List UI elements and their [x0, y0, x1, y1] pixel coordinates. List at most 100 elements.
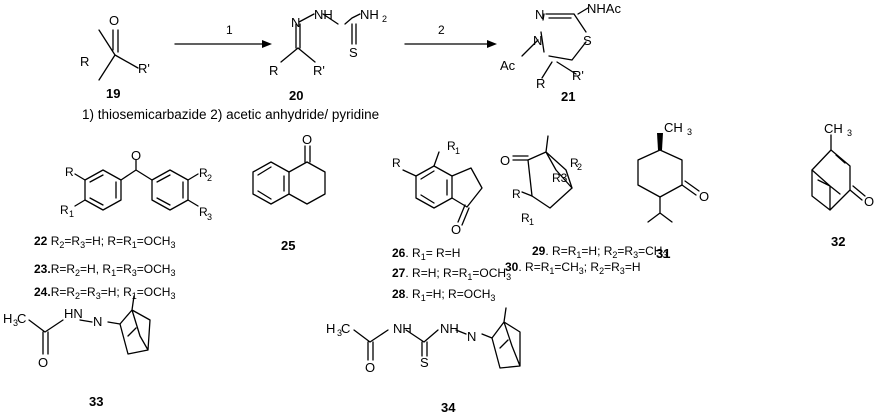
- atom-S: S: [349, 45, 358, 60]
- scheme-text: 22: [34, 234, 48, 248]
- compound-21-structure: N NHAc N S Ac R R': [500, 1, 621, 91]
- reaction-arrow-2: 2: [404, 23, 497, 48]
- atom-N: N: [535, 7, 544, 22]
- scheme-text: =H; R=R: [85, 234, 132, 248]
- compound-29-30-structure: O R3 R 2 R R 1: [500, 135, 582, 227]
- atom-R1: R: [60, 203, 69, 217]
- scheme-text: =R: [604, 260, 620, 274]
- scheme-text: 3: [96, 291, 101, 301]
- scheme-text: 1: [132, 240, 137, 250]
- legend-22: 22 R2=R3=H; R=R1=OCH3: [34, 234, 175, 250]
- atom-R3: R: [199, 205, 208, 219]
- atom-S: S: [420, 355, 429, 370]
- legend-26: 26. R1= R=H: [392, 246, 460, 262]
- atom-R: R: [392, 156, 401, 170]
- atom-R: R: [80, 54, 89, 69]
- scheme-text: 28: [392, 287, 406, 301]
- scheme-text: 1: [467, 272, 472, 282]
- scheme-text: 1: [576, 250, 581, 260]
- atom-R1: R: [521, 211, 530, 225]
- scheme-text: =R: [617, 244, 633, 258]
- scheme-text: =H; R: [581, 244, 612, 258]
- compound-label-21: 21: [561, 89, 575, 104]
- compound-label-33: 33: [89, 394, 103, 409]
- scheme-text: 3: [506, 272, 511, 282]
- scheme-text: 3: [170, 240, 175, 250]
- scheme-text: . R=H; R=R: [405, 266, 467, 280]
- atom-O: O: [109, 13, 119, 28]
- compound-label-32: 32: [831, 234, 845, 249]
- scheme-text: 2: [612, 250, 617, 260]
- atom-R-prime: R': [138, 61, 150, 76]
- atom-R3-bridge: R3: [552, 171, 568, 185]
- legend-23: 23.R=R2=H, R1=R3=OCH3: [34, 262, 175, 278]
- atom-O: O: [451, 222, 461, 237]
- arrow-1-step-number: 1: [226, 23, 233, 37]
- compound-label-19: 19: [106, 86, 120, 101]
- atom-O: O: [365, 360, 375, 375]
- reaction-arrow-1: 1: [174, 23, 272, 48]
- atom-R: R: [536, 76, 545, 91]
- compound-label-34: 34: [441, 400, 456, 415]
- legend-27: 27. R=H; R=R1=OCH3: [392, 266, 511, 282]
- scheme-text: 26: [392, 246, 406, 260]
- atom-H3C: H: [3, 311, 12, 326]
- scheme-text: 3: [620, 266, 625, 276]
- scheme-text: 30: [505, 260, 519, 274]
- scheme-text: . R: [405, 287, 421, 301]
- scheme-text: =H: [625, 260, 641, 274]
- scheme-text: =H; R=OCH: [426, 287, 491, 301]
- atom-R2: R: [570, 156, 579, 170]
- atom-O: O: [500, 153, 510, 168]
- compound-34-structure: H 3 C NH NH N O S: [326, 307, 521, 375]
- atom-R: R: [269, 63, 278, 78]
- scheme-text: 23.: [34, 262, 51, 276]
- atom-NH: NH: [440, 321, 459, 336]
- scheme-text: 2: [75, 268, 80, 278]
- scheme-text: 3: [847, 128, 852, 138]
- arrow-2-step-number: 2: [438, 23, 445, 37]
- scheme-text: =CH: [554, 260, 578, 274]
- scheme-text: R=R: [51, 262, 76, 276]
- scheme-text: =H; R: [101, 285, 132, 299]
- scheme-text: 2: [599, 266, 604, 276]
- scheme-text: 2: [59, 240, 64, 250]
- scheme-text: 3: [662, 250, 667, 260]
- scheme-text: =OCH: [137, 234, 171, 248]
- scheme-text: =R: [80, 285, 96, 299]
- scheme-text: 3: [207, 212, 212, 222]
- atom-O: O: [302, 132, 312, 147]
- compound-22-24-structure: O R R 1 R 2 R 3: [60, 148, 212, 222]
- atom-R-prime: R': [572, 68, 584, 83]
- compound-26-28-structure: R 1 R O: [392, 139, 483, 237]
- compound-32-structure: CH 3 O: [811, 121, 874, 211]
- scheme-text: . R: [405, 246, 421, 260]
- atom-R2: R: [199, 166, 208, 180]
- scheme-text: 29: [532, 244, 546, 258]
- atom-R: R: [65, 165, 74, 179]
- compound-33-structure: H 3 C HN N O: [3, 295, 151, 370]
- scheme-text: 1: [421, 293, 426, 303]
- legend-29: 29. R=R1=H; R2=R3=CH3: [532, 244, 667, 260]
- atom-NH: HN: [64, 306, 83, 321]
- atom-R1: R: [447, 139, 456, 153]
- legend-24: 24.R=R2=R3=H; R1=OCH3: [34, 285, 175, 301]
- scheme-text: 1: [455, 146, 460, 156]
- scheme-text: 3: [80, 240, 85, 250]
- compound-label-31: 31: [656, 246, 670, 261]
- atom-S: S: [583, 33, 592, 48]
- atom-O: O: [131, 148, 141, 163]
- scheme-text: R=R: [51, 285, 76, 299]
- atom-O: O: [699, 189, 709, 204]
- scheme-text: . R=R: [545, 244, 576, 258]
- scheme-text: . R=R: [518, 260, 549, 274]
- atom-CH3: CH: [664, 120, 683, 135]
- scheme-text: =R: [116, 262, 132, 276]
- reagents-caption: 1) thiosemicarbazide 2) acetic anhydride…: [82, 107, 379, 122]
- compound-label-20: 20: [289, 88, 303, 103]
- compound-label-25: 25: [281, 238, 295, 253]
- compound-31-structure: CH 3 O: [637, 120, 709, 223]
- legend-30: 30. R=R1=CH3; R2=R3=H: [505, 260, 641, 276]
- scheme-text: 3: [633, 250, 638, 260]
- atom-C: C: [17, 311, 26, 326]
